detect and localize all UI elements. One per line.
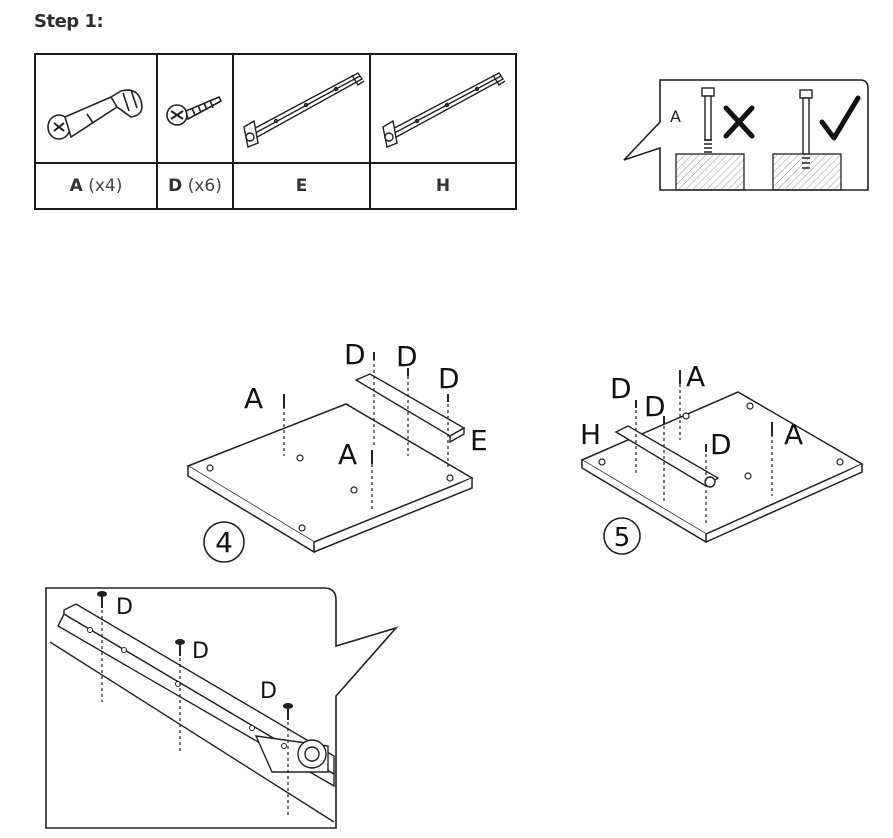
fig5-label-d2: D <box>644 390 666 423</box>
fig4-label-a2: A <box>338 438 357 471</box>
check-icon <box>819 95 861 141</box>
callout-part-label: A <box>670 107 681 126</box>
fig5-number: 5 <box>614 523 631 553</box>
fig5-label-h: H <box>580 418 601 451</box>
rail-e-icon <box>354 373 466 444</box>
part-h-label: H <box>369 162 517 210</box>
rail-h-icon <box>614 425 720 488</box>
fig4-number-badge <box>203 521 245 563</box>
parts-table: A (x4) D (x6) E H <box>34 53 517 210</box>
fig5-label-d1: D <box>610 372 632 405</box>
fig5-label-a1: A <box>686 360 705 393</box>
detail-label-d2: D <box>192 639 209 664</box>
part-d-image-cell <box>156 53 234 164</box>
fig4-label-e: E <box>470 424 488 457</box>
insertion-callout: A <box>623 79 869 191</box>
screw-icon <box>166 95 223 126</box>
fig5-label-d3: D <box>710 428 732 461</box>
fig4-label-a1: A <box>244 382 263 415</box>
drawer-rail-icon <box>382 71 506 148</box>
bolt-raised-icon <box>701 87 715 153</box>
step-title: Step 1: <box>34 11 104 32</box>
part-e-label: E <box>232 162 371 210</box>
part-a-label: A (x4) <box>34 162 158 210</box>
part-a-image-cell <box>34 53 158 164</box>
part-d-label: D (x6) <box>156 162 234 210</box>
fig4-label-d1: D <box>344 338 366 371</box>
fig4-label-d2: D <box>396 340 418 373</box>
part-e-image-cell <box>232 53 371 164</box>
fig4-number: 4 <box>215 526 233 559</box>
figure-4-assembly: A A D D D E 4 <box>186 338 488 563</box>
drawer-rail-icon <box>242 71 364 148</box>
detail-label-d1: D <box>116 595 133 620</box>
rail-detail-callout: D D D <box>45 587 399 829</box>
fig4-label-d3: D <box>438 362 460 395</box>
detail-label-d3: D <box>260 679 277 704</box>
fig5-number-badge <box>603 517 641 555</box>
figure-5-assembly: A A D D D H 5 <box>580 360 864 555</box>
part-h-image-cell <box>369 53 517 164</box>
bolt-seated-icon <box>799 89 813 169</box>
cross-icon <box>723 105 755 139</box>
cam-bolt-icon <box>47 88 143 140</box>
fig5-label-a2: A <box>784 418 803 451</box>
